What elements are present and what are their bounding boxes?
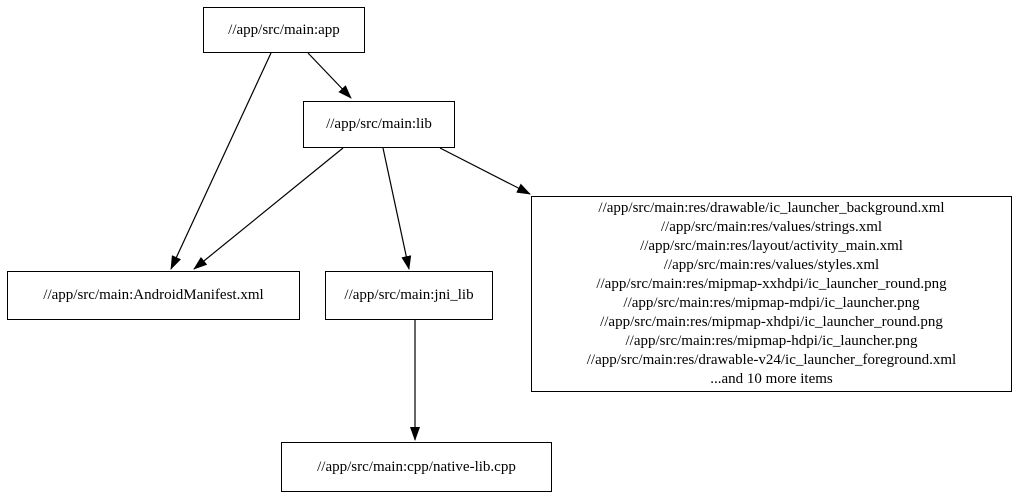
edge-app-to-manifest bbox=[170, 52, 272, 270]
res-group-line: //app/src/main:res/drawable/ic_launcher_… bbox=[598, 200, 945, 216]
node-app: //app/src/main:app bbox=[203, 7, 365, 53]
node-jni-lib-label: //app/src/main:jni_lib bbox=[344, 287, 474, 303]
res-group-line: //app/src/main:res/mipmap-mdpi/ic_launch… bbox=[623, 295, 920, 311]
node-jni-lib: //app/src/main:jni_lib bbox=[325, 271, 493, 320]
node-lib: //app/src/main:lib bbox=[303, 101, 455, 148]
res-group-line: //app/src/main:res/mipmap-hdpi/ic_launch… bbox=[625, 333, 918, 349]
res-group-more-items: ...and 10 more items bbox=[710, 371, 833, 387]
node-android-manifest: //app/src/main:AndroidManifest.xml bbox=[7, 271, 300, 320]
res-group-line: //app/src/main:res/mipmap-xhdpi/ic_launc… bbox=[600, 314, 943, 330]
node-android-manifest-label: //app/src/main:AndroidManifest.xml bbox=[43, 287, 264, 303]
edge-lib-to-jni-lib bbox=[382, 147, 412, 270]
edge-app-to-lib bbox=[307, 52, 352, 99]
edge-lib-to-res-group bbox=[439, 147, 531, 195]
node-res-group: //app/src/main:res/drawable/ic_launcher_… bbox=[531, 196, 1012, 392]
res-group-line: //app/src/main:res/values/styles.xml bbox=[663, 257, 880, 273]
res-group-line: //app/src/main:res/mipmap-xxhdpi/ic_laun… bbox=[596, 276, 947, 292]
node-app-label: //app/src/main:app bbox=[228, 21, 340, 38]
node-lib-label: //app/src/main:lib bbox=[326, 116, 432, 132]
res-group-line: //app/src/main:res/layout/activity_main.… bbox=[640, 238, 903, 254]
res-group-line: //app/src/main:res/drawable-v24/ic_launc… bbox=[586, 352, 957, 368]
res-group-line: //app/src/main:res/values/strings.xml bbox=[660, 219, 883, 235]
node-native-lib-cpp: //app/src/main:cpp/native-lib.cpp bbox=[281, 442, 552, 492]
node-native-lib-cpp-label: //app/src/main:cpp/native-lib.cpp bbox=[317, 458, 516, 475]
edge-lib-to-manifest bbox=[193, 147, 344, 270]
